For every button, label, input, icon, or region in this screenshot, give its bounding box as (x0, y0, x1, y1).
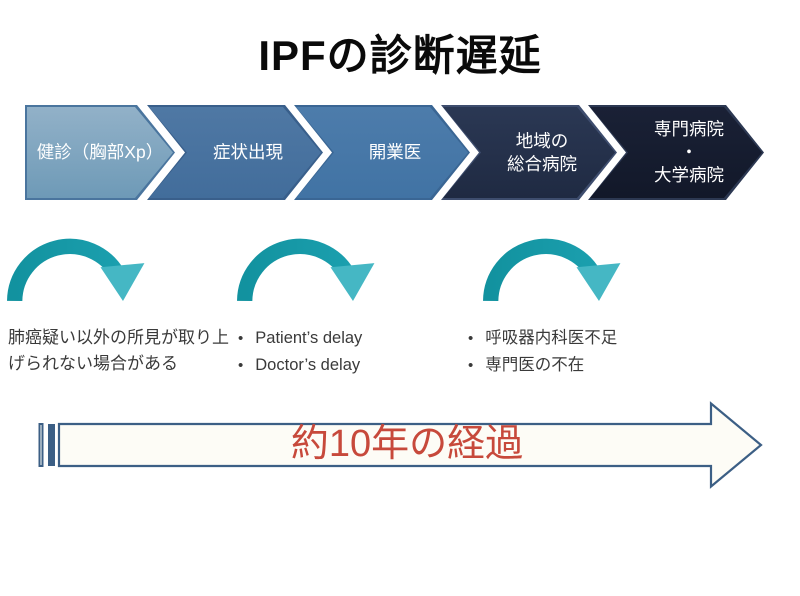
note-delays-list: Patient’s delay Doctor’s delay (238, 325, 362, 379)
note-delays: Patient’s delay Doctor’s delay (238, 325, 362, 379)
striped-right-arrow-icon (38, 401, 763, 489)
list-item: Patient’s delay (238, 325, 362, 352)
timeline-label: 約10年の経過 (290, 423, 524, 465)
note-specialist-shortage: 呼吸器内科医不足 専門医の不在 (468, 325, 617, 379)
list-item: Doctor’s delay (238, 352, 362, 379)
flow-stage-regional-hospital: 地域の 総合病院 (441, 105, 617, 200)
timeline-arrow: 約10年の経過 (38, 401, 764, 489)
flow-stage-label: 症状出現 (213, 142, 283, 163)
curved-arrow-down-icon (483, 238, 621, 302)
flow-stage-label: 健診（胸部Xp） (36, 142, 164, 163)
note-specialist-shortage-list: 呼吸器内科医不足 専門医の不在 (468, 325, 617, 379)
flow-stage-specialized-hospital: 専門病院 ・ 大学病院 (588, 105, 764, 200)
note-checkup-findings: 肺癌疑い以外の所見が取り上げられない場合がある (8, 328, 229, 373)
list-item: 呼吸器内科医不足 (468, 325, 617, 352)
curved-arrow-down-icon (7, 238, 145, 302)
flow-stage-label: 地域の 総合病院 (507, 130, 577, 174)
page-title: IPFの診断遅延 (258, 32, 542, 79)
curved-arrow-down-icon (237, 238, 375, 302)
list-item: 専門医の不在 (468, 352, 617, 379)
flow-stage-label: 開業医 (368, 142, 422, 163)
flow-stage-label: 専門病院 ・ 大学病院 (654, 119, 724, 185)
flow-stage-checkup: 健診（胸部Xp） (25, 105, 175, 200)
flow-stage-symptom-onset: 症状出現 (147, 105, 323, 200)
flow-stage-checkup-shape: 健診（胸部Xp） (27, 107, 173, 198)
